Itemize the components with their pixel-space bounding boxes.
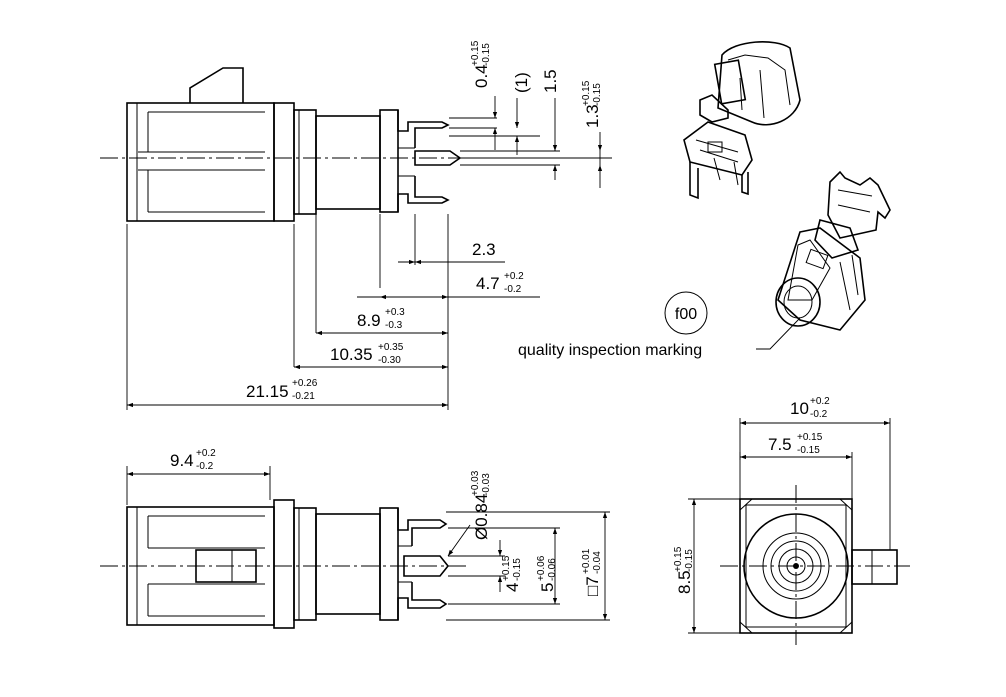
dim-8.9: 8.9 +0.3 -0.3 xyxy=(357,307,405,331)
svg-text:□7: □7 xyxy=(583,576,602,596)
svg-text:1.3: 1.3 xyxy=(583,104,602,128)
svg-text:+0.03: +0.03 xyxy=(470,470,481,496)
svg-text:-0.15: -0.15 xyxy=(481,43,492,66)
svg-text:-0.3: -0.3 xyxy=(385,320,403,331)
pcb-housing xyxy=(379,109,399,213)
svg-text:10.35: 10.35 xyxy=(330,345,373,364)
dim-1: (1) xyxy=(512,72,531,93)
svg-text:-0.30: -0.30 xyxy=(378,355,401,366)
dim-5: 5 +0.06 -0.06 xyxy=(536,555,558,592)
svg-text:+0.3: +0.3 xyxy=(385,307,405,318)
svg-text:-0.15: -0.15 xyxy=(592,83,603,106)
svg-text:+0.2: +0.2 xyxy=(196,448,216,459)
center-pin xyxy=(414,150,462,166)
svg-text:9.4: 9.4 xyxy=(170,451,194,470)
dim-7: □7 +0.01 -0.04 xyxy=(581,548,603,596)
pin-tab xyxy=(851,549,898,585)
dim-0.84: Ø0.84 +0.03 -0.03 xyxy=(470,470,492,540)
svg-text:0.4: 0.4 xyxy=(472,64,491,88)
dim-7.5: 7.5 +0.15 -0.15 xyxy=(768,432,823,456)
svg-text:7.5: 7.5 xyxy=(768,435,792,454)
svg-text:4.7: 4.7 xyxy=(476,274,500,293)
svg-text:4: 4 xyxy=(503,583,522,592)
svg-text:8.5: 8.5 xyxy=(675,570,694,594)
dim-8.5: 8.5 +0.15 -0.15 xyxy=(673,546,695,594)
dim-21.15: 21.15 +0.26 -0.21 xyxy=(246,378,318,402)
iso-view-upper xyxy=(683,41,801,200)
dim-10: 10 +0.2 -0.2 xyxy=(790,396,830,420)
svg-text:+0.26: +0.26 xyxy=(292,378,318,389)
svg-text:2.3: 2.3 xyxy=(472,240,496,259)
marker-label: f00 xyxy=(675,306,697,323)
quality-marker: f00 quality inspection marking xyxy=(518,291,801,359)
front-view: 10 +0.2 -0.2 7.5 +0.15 -0.15 8.5 +0.15 -… xyxy=(673,396,910,645)
svg-text:10: 10 xyxy=(790,399,809,418)
dim-1.3: 1.3 +0.15 -0.15 xyxy=(581,80,603,128)
svg-text:-0.03: -0.03 xyxy=(481,473,492,496)
svg-text:+0.15: +0.15 xyxy=(581,80,592,106)
svg-text:+0.15: +0.15 xyxy=(673,546,684,572)
dim-2.3: 2.3 xyxy=(472,240,496,259)
svg-text:+0.2: +0.2 xyxy=(504,271,524,282)
svg-text:(1): (1) xyxy=(512,72,531,93)
svg-text:21.15: 21.15 xyxy=(246,382,289,401)
neck xyxy=(293,109,317,215)
svg-text:-0.2: -0.2 xyxy=(196,461,214,472)
collar xyxy=(273,102,295,222)
svg-text:-0.2: -0.2 xyxy=(810,409,828,420)
housing-body xyxy=(126,102,275,222)
dim-4.7: 4.7 +0.2 -0.2 xyxy=(476,271,524,295)
dim-1.5: 1.5 xyxy=(541,69,560,93)
svg-text:-0.21: -0.21 xyxy=(292,391,315,402)
svg-text:-0.04: -0.04 xyxy=(592,551,603,574)
svg-text:+0.15: +0.15 xyxy=(470,40,481,66)
svg-text:-0.06: -0.06 xyxy=(547,558,558,581)
bottom-view: 9.4 +0.2 -0.2 Ø0.84 +0.03 -0.03 4 +0.15 … xyxy=(100,448,610,629)
dim-9.4: 9.4 +0.2 -0.2 xyxy=(170,448,216,472)
dim-10.35: 10.35 +0.35 -0.30 xyxy=(330,342,404,366)
quality-caption: quality inspection marking xyxy=(518,342,702,359)
svg-text:1.5: 1.5 xyxy=(541,69,560,93)
svg-text:+0.15: +0.15 xyxy=(501,555,512,581)
svg-text:+0.06: +0.06 xyxy=(536,555,547,581)
dim-0.4: 0.4 +0.15 -0.15 xyxy=(470,40,492,88)
dim-4: 4 +0.15 -0.15 xyxy=(501,555,523,592)
svg-text:+0.01: +0.01 xyxy=(581,548,592,574)
svg-text:+0.2: +0.2 xyxy=(810,396,830,407)
svg-text:Ø0.84: Ø0.84 xyxy=(472,494,491,540)
latch-outline xyxy=(189,67,244,103)
svg-text:+0.35: +0.35 xyxy=(378,342,404,353)
svg-text:-0.15: -0.15 xyxy=(512,558,523,581)
svg-text:5: 5 xyxy=(538,583,557,592)
iso-view-lower xyxy=(775,170,891,331)
shaft xyxy=(315,115,381,210)
svg-text:8.9: 8.9 xyxy=(357,311,381,330)
svg-text:+0.15: +0.15 xyxy=(797,432,823,443)
side-view: 0.4 +0.15 -0.15 (1) 1.5 1.3 +0.15 -0.15 … xyxy=(100,40,612,410)
svg-text:-0.15: -0.15 xyxy=(684,549,695,572)
svg-text:-0.15: -0.15 xyxy=(797,445,820,456)
svg-text:-0.2: -0.2 xyxy=(504,284,522,295)
